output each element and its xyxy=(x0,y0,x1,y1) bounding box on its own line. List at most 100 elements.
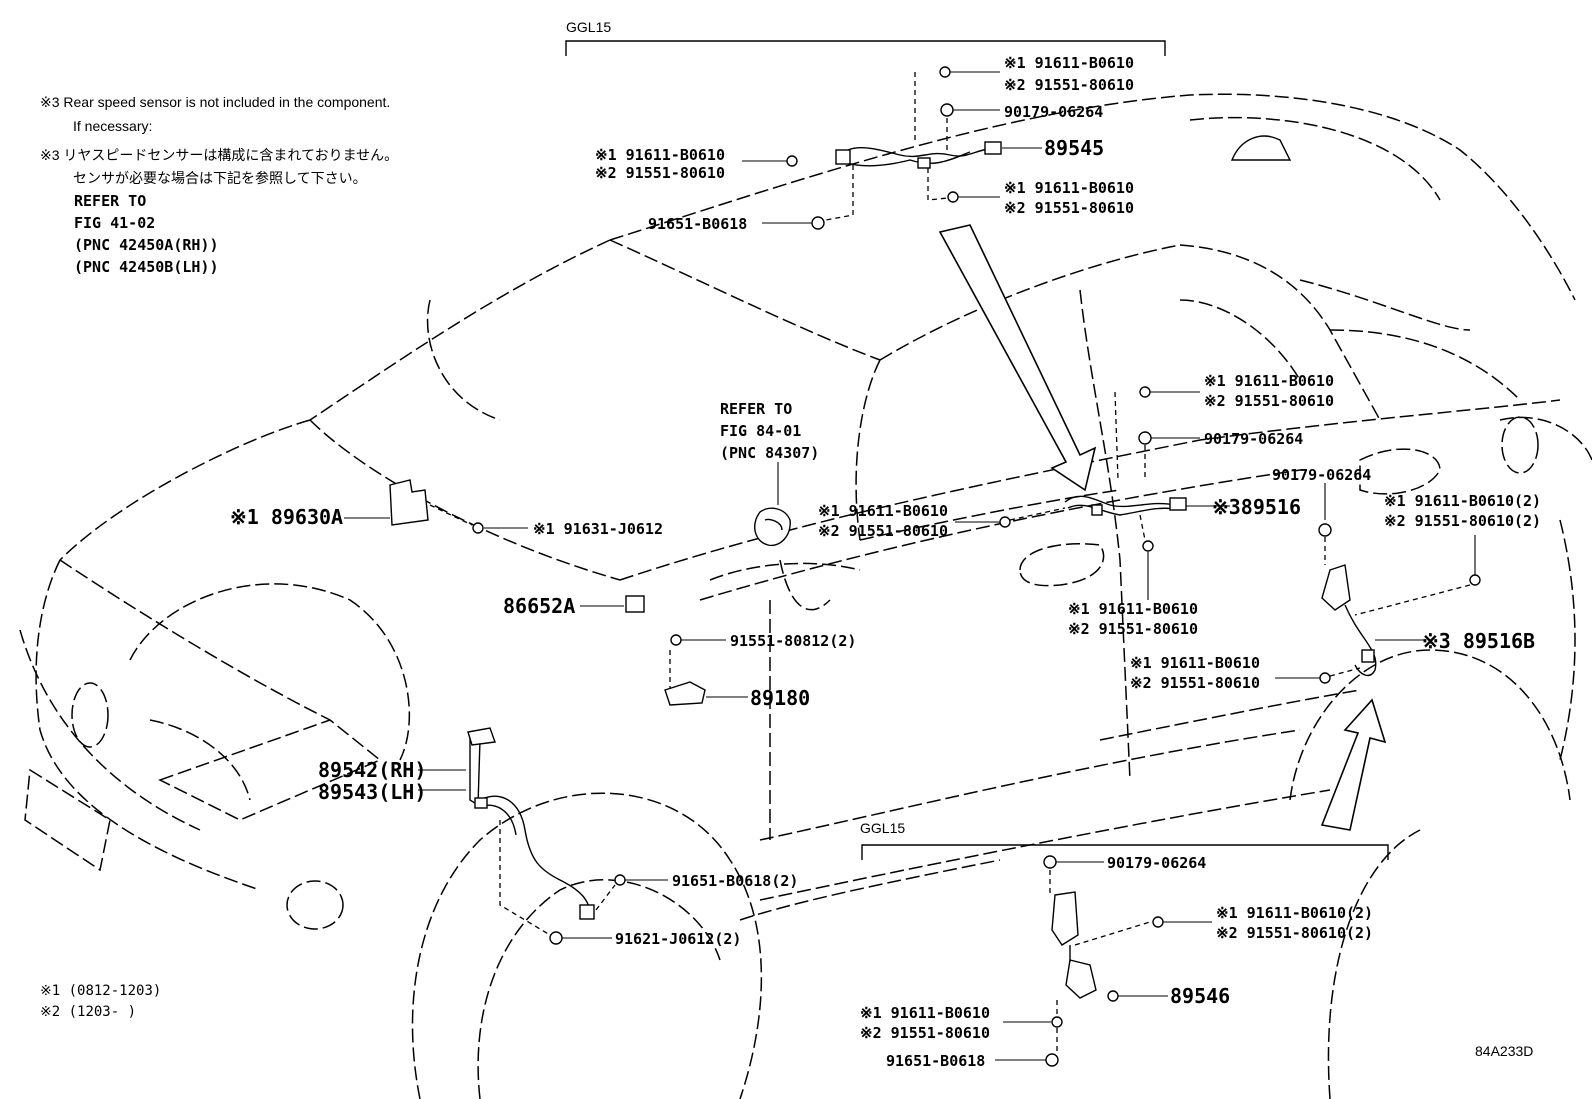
bolt-icon xyxy=(549,931,563,945)
nut-icon xyxy=(940,103,954,117)
sensor-bracket-89546 xyxy=(1065,959,1097,999)
part-label-89543: 89543(LH) xyxy=(318,780,426,804)
part-label-89542: 89542(RH) xyxy=(318,758,426,782)
connector xyxy=(984,141,1002,155)
yaw-rate-sensor-89180 xyxy=(664,681,706,706)
bolt-icon xyxy=(1107,990,1119,1002)
car-outline xyxy=(19,93,1592,1099)
refer-line: REFER TO xyxy=(720,400,792,418)
part-label: ※1 91611-B0610(2) xyxy=(1384,492,1541,510)
notes-block: ※3 Rear speed sensor is not included in … xyxy=(40,94,398,276)
figure-code: 84A233D xyxy=(1475,1043,1533,1059)
part-label: 91651-B0618(2) xyxy=(672,872,798,890)
clip xyxy=(1091,504,1103,516)
note-jp-line2: センサが必要な場合は下記を参照して下さい。 xyxy=(73,170,367,186)
bolt-icon xyxy=(947,191,959,203)
part-label: ※1 91611-B0610 xyxy=(1204,372,1334,390)
bolt-icon xyxy=(614,874,626,886)
part-label: ※2 91551-80610 xyxy=(1204,392,1334,410)
nut-icon xyxy=(1138,431,1152,445)
part-label: 90179-06264 xyxy=(1204,430,1303,448)
part-86652A xyxy=(625,595,645,613)
clip xyxy=(474,797,488,809)
bolt-icon xyxy=(1142,540,1154,552)
part-label: ※1 91611-B0610 xyxy=(1004,54,1134,72)
group-rear: ※1 91611-B0610 ※2 91551-80610 90179-0626… xyxy=(818,372,1541,692)
bolt-icon xyxy=(1152,916,1164,928)
part-label: 90179-06264 xyxy=(1107,854,1206,872)
part-label: 90179-06264 xyxy=(1272,466,1371,484)
part-label: ※2 91551-80610 xyxy=(595,164,725,182)
part-label: ※2 91551-80610(2) xyxy=(1216,924,1373,942)
part-label: 91621-J0612(2) xyxy=(615,930,741,948)
part-label: ※1 91611-B0610 xyxy=(1068,600,1198,618)
part-label: ※1 91631-J0612 xyxy=(533,520,663,538)
legend-item: ※1 (0812-1203) xyxy=(40,983,161,999)
connector xyxy=(835,149,851,165)
part-label: ※1 91611-B0610 xyxy=(860,1004,990,1022)
group-top-bracket xyxy=(565,40,1166,56)
part-label-86652A: 86652A xyxy=(503,594,575,618)
part-label: ※1 91611-B0610 xyxy=(595,146,725,164)
bolt-icon xyxy=(1319,672,1331,684)
refer-line: FIG 84-01 xyxy=(720,422,801,440)
part-label: ※2 91551-80610 xyxy=(860,1024,990,1042)
part-label-89180: 89180 xyxy=(750,686,810,710)
part-label-89516: ※389516 xyxy=(1212,495,1301,519)
group-bottom: GGL15 90179-06264 ※1 91611-B0610(2) ※2 9… xyxy=(860,820,1389,1070)
part-label: ※2 91551-80610(2) xyxy=(1384,512,1541,530)
clip xyxy=(917,157,931,169)
note-refer-line: (PNC 42450B(LH)) xyxy=(74,258,219,276)
bolt-icon xyxy=(1139,386,1151,398)
nut-icon xyxy=(1043,855,1057,869)
connector xyxy=(1169,497,1187,511)
note-en-line2: If necessary: xyxy=(73,118,152,134)
part-label: ※1 91611-B0610 xyxy=(818,502,948,520)
refer-line: (PNC 84307) xyxy=(720,444,819,462)
part-label: ※2 91551-80610 xyxy=(1068,620,1198,638)
part-label: ※2 91551-80610 xyxy=(818,522,948,540)
part-label-89516B: ※3 89516B xyxy=(1422,629,1535,653)
speed-sensor-head xyxy=(1361,649,1375,663)
sensor-bracket-89630A xyxy=(389,479,429,526)
bolt-icon xyxy=(1045,1053,1059,1067)
bolt-icon xyxy=(472,522,484,534)
part-label: 91651-B0618 xyxy=(648,215,747,233)
note-jp-line1: ※3 リヤスピードセンサーは構成に含まれておりません。 xyxy=(40,147,398,163)
speed-sensor-head xyxy=(579,904,595,920)
part-label: ※1 91611-B0610 xyxy=(1004,179,1134,197)
pointer-arrows xyxy=(938,224,1387,831)
group-front: ※1 89630A ※1 91631-J0612 REFER TO FIG 84… xyxy=(230,400,856,948)
bolt-icon xyxy=(1469,574,1481,586)
nut-icon xyxy=(1318,523,1332,537)
harness-89516 xyxy=(1064,495,1176,508)
part-label: 91651-B0618 xyxy=(886,1052,985,1070)
part-label-89545: 89545 xyxy=(1044,136,1104,160)
bolt-icon xyxy=(811,216,825,230)
connector xyxy=(467,727,496,746)
part-label: ※2 91551-80610 xyxy=(1004,199,1134,217)
sensor-bracket-89546 xyxy=(1051,891,1079,946)
spiral-cable xyxy=(754,507,791,547)
group-bottom-label: GGL15 xyxy=(860,820,905,836)
note-refer-line: REFER TO xyxy=(74,192,146,210)
part-label-89546: 89546 xyxy=(1170,984,1230,1008)
part-label: ※1 91611-B0610 xyxy=(1130,654,1260,672)
bolt-icon xyxy=(1051,1016,1063,1028)
rear-sensor-bracket xyxy=(1321,564,1351,611)
part-label: ※1 91611-B0610(2) xyxy=(1216,904,1373,922)
bolt-icon xyxy=(786,155,798,167)
note-refer-line: FIG 41-02 xyxy=(74,214,155,232)
bolt-icon xyxy=(939,66,951,78)
part-label: 91551-80812(2) xyxy=(730,632,856,650)
part-label: 90179-06264 xyxy=(1004,103,1103,121)
part-label-89630A: ※1 89630A xyxy=(230,505,343,529)
group-bottom-bracket xyxy=(861,844,1389,860)
legend: ※1 (0812-1203) ※2 (1203- ) xyxy=(40,983,161,1020)
note-en-line1: ※3 Rear speed sensor is not included in … xyxy=(40,94,390,110)
legend-item: ※2 (1203- ) xyxy=(40,1004,136,1020)
group-top: GGL15 ※1 91611-B0610 ※2 91551-80610 9017… xyxy=(565,19,1166,233)
note-refer-line: (PNC 42450A(RH)) xyxy=(74,236,219,254)
bolt-icon xyxy=(670,634,682,646)
